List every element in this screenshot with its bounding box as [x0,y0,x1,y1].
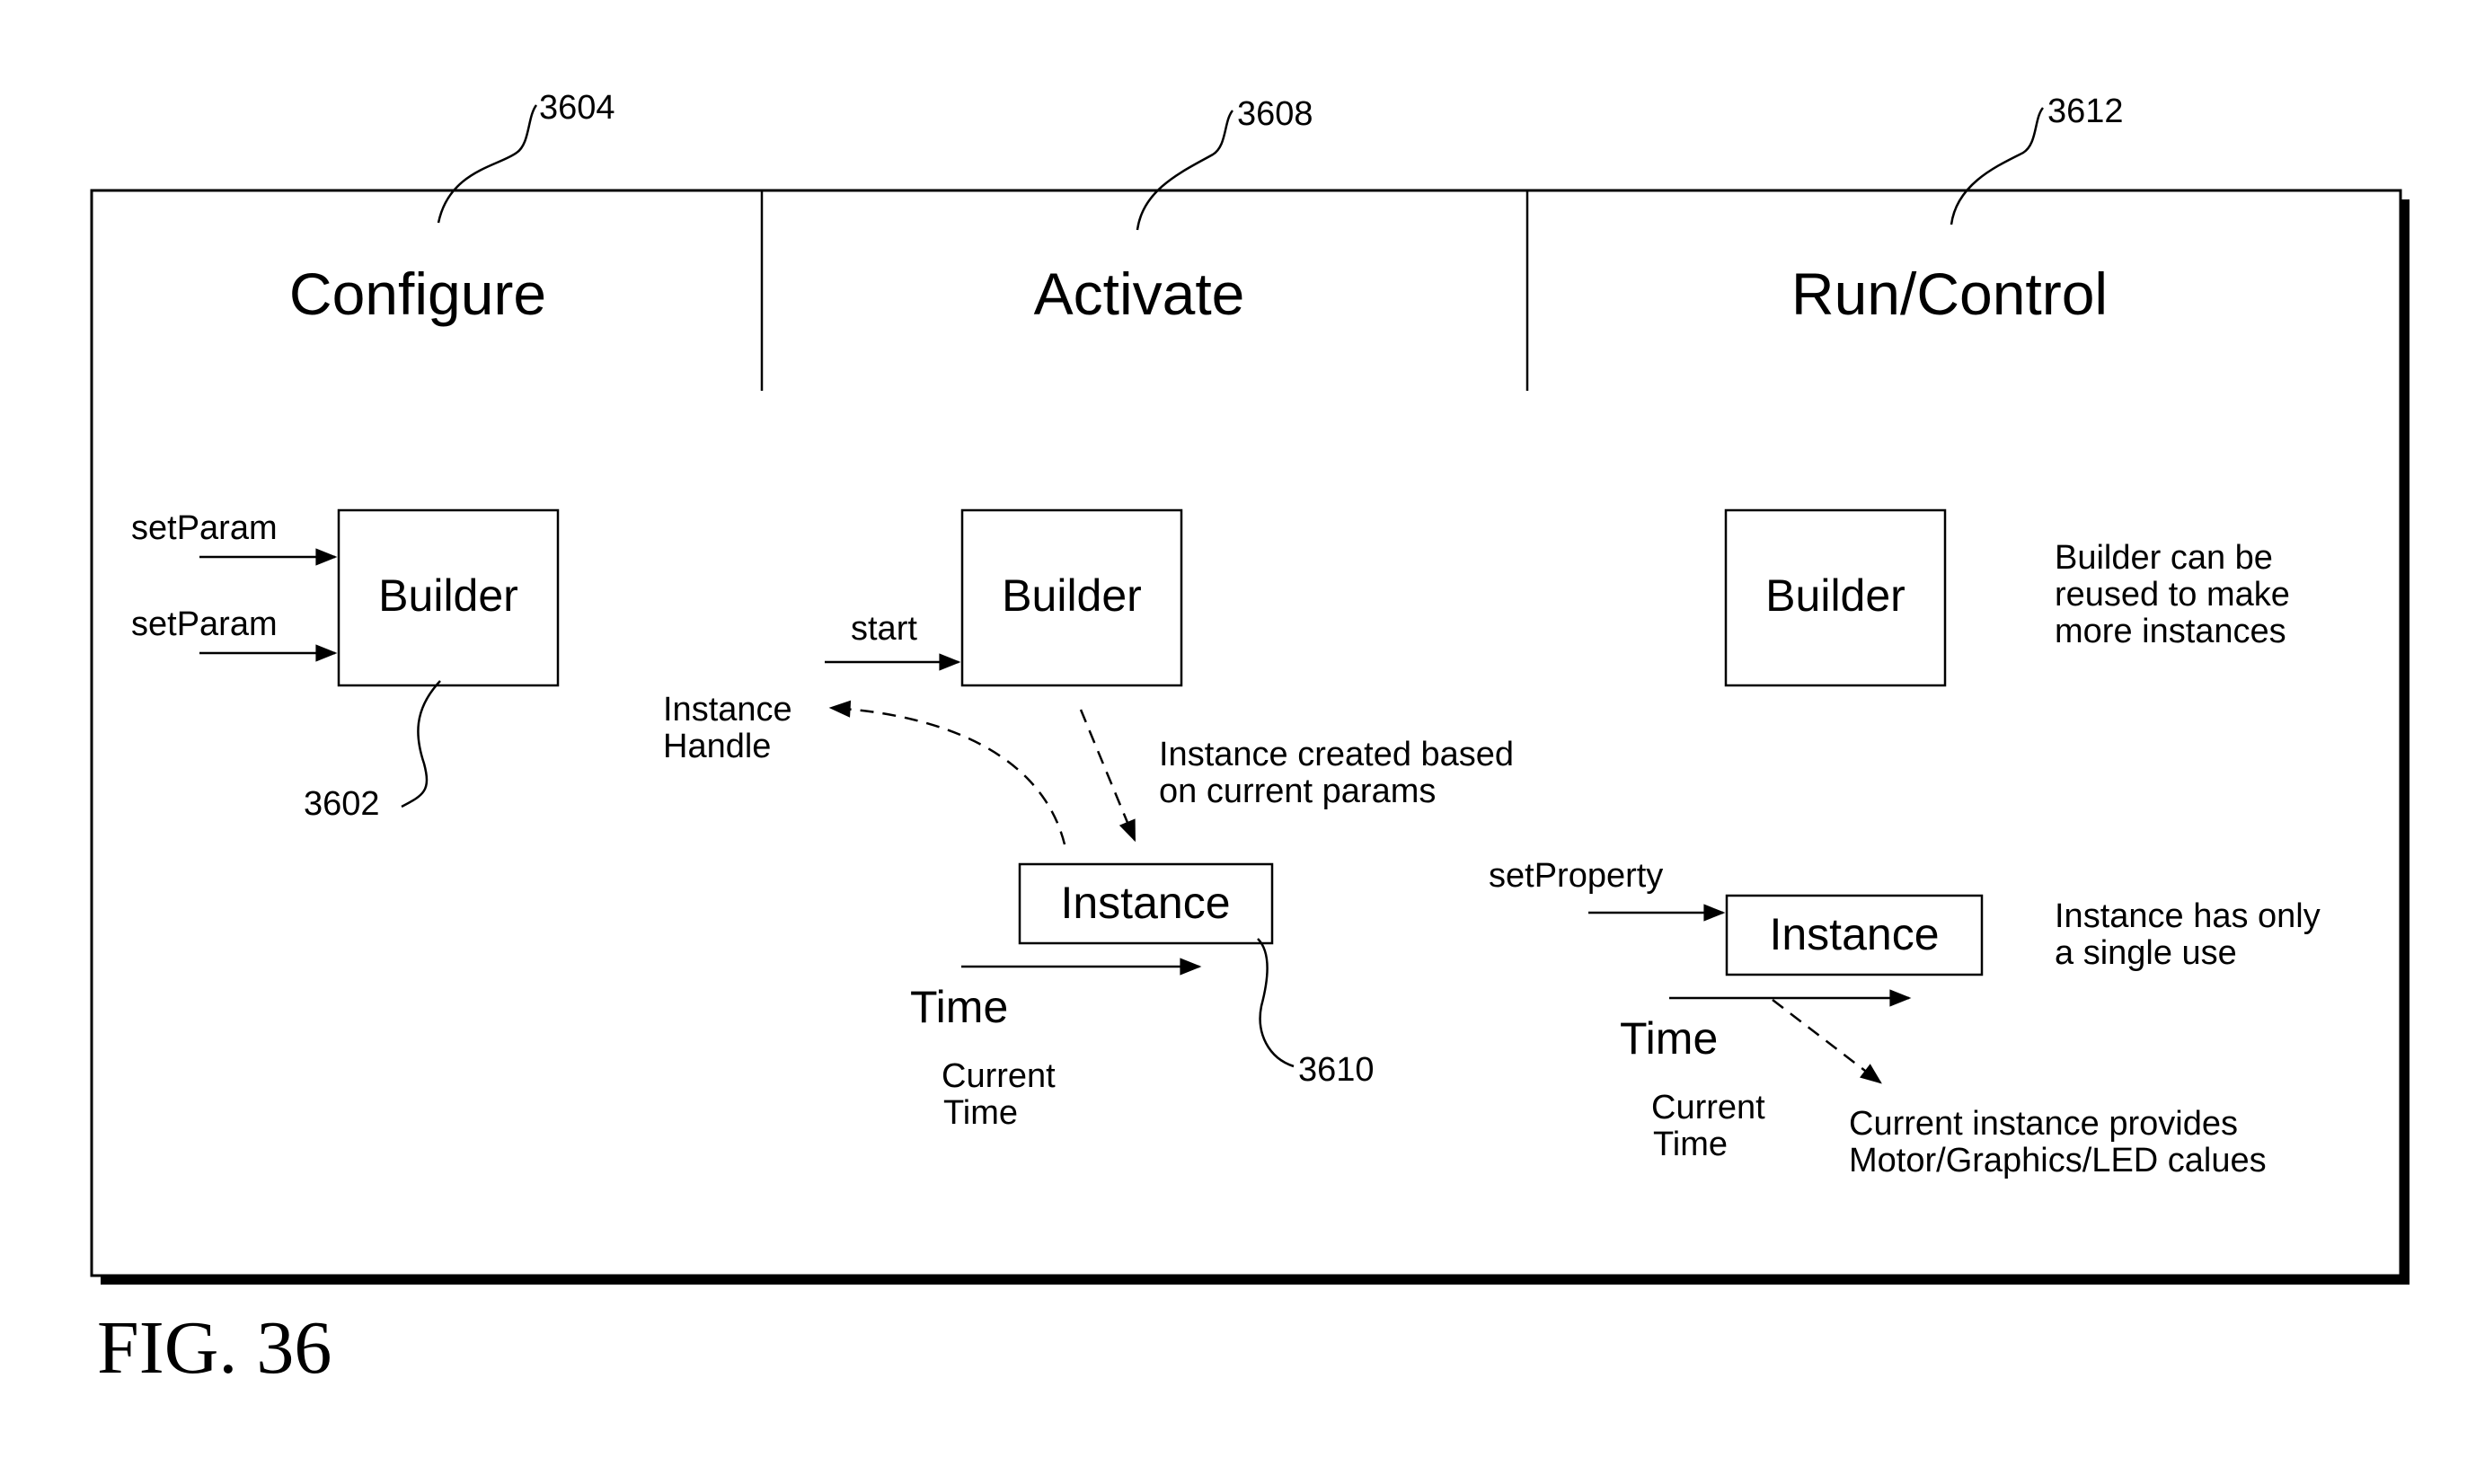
heading-configure: Configure [289,261,546,327]
builder-reuse-note-line1: Builder can be [2055,539,2273,577]
heading-activate: Activate [1034,261,1245,327]
heading-run-control: Run/Control [1791,261,2108,327]
run-instance-label: Instance [1769,909,1939,959]
run-current-time-line2: Time [1653,1126,1728,1163]
ref-3612: 3612 [2047,93,2124,130]
run-current-time-line1: Current [1651,1089,1765,1126]
activate-current-time-line2: Time [943,1094,1018,1132]
instance-single-use-note-line2: a single use [2055,934,2237,972]
run-time-label: Time [1620,1013,1718,1064]
ref-3604: 3604 [539,89,615,127]
ref-3608: 3608 [1237,95,1313,133]
instance-handle-line1: Instance [663,691,792,729]
set-property-label: setProperty [1489,857,1663,895]
instance-handle-line2: Handle [663,728,771,765]
ref-3610: 3610 [1298,1051,1375,1089]
builder-reuse-note-line3: more instances [2055,613,2286,650]
start-label: start [851,610,917,648]
ref-3602: 3602 [304,785,380,823]
activate-current-time-line1: Current [942,1057,1056,1095]
provides-values-note-line1: Current instance provides [1849,1105,2238,1143]
set-param-label-2: setParam [131,605,278,643]
figure-label: FIG. 36 [97,1306,332,1390]
provides-values-note-line2: Motor/Graphics/LED calues [1849,1142,2267,1179]
builder-reuse-note-line2: reused to make [2055,576,2290,614]
activate-builder-label: Builder [1002,570,1142,621]
run-builder-label: Builder [1765,570,1906,621]
instance-single-use-note-line1: Instance has only [2055,897,2321,935]
instance-created-note-line2: on current params [1159,773,1436,810]
activate-time-label: Time [910,982,1008,1032]
activate-instance-label: Instance [1060,878,1230,928]
set-param-label-1: setParam [131,509,278,547]
instance-created-note-line1: Instance created based [1159,736,1514,773]
configure-builder-label: Builder [378,570,518,621]
